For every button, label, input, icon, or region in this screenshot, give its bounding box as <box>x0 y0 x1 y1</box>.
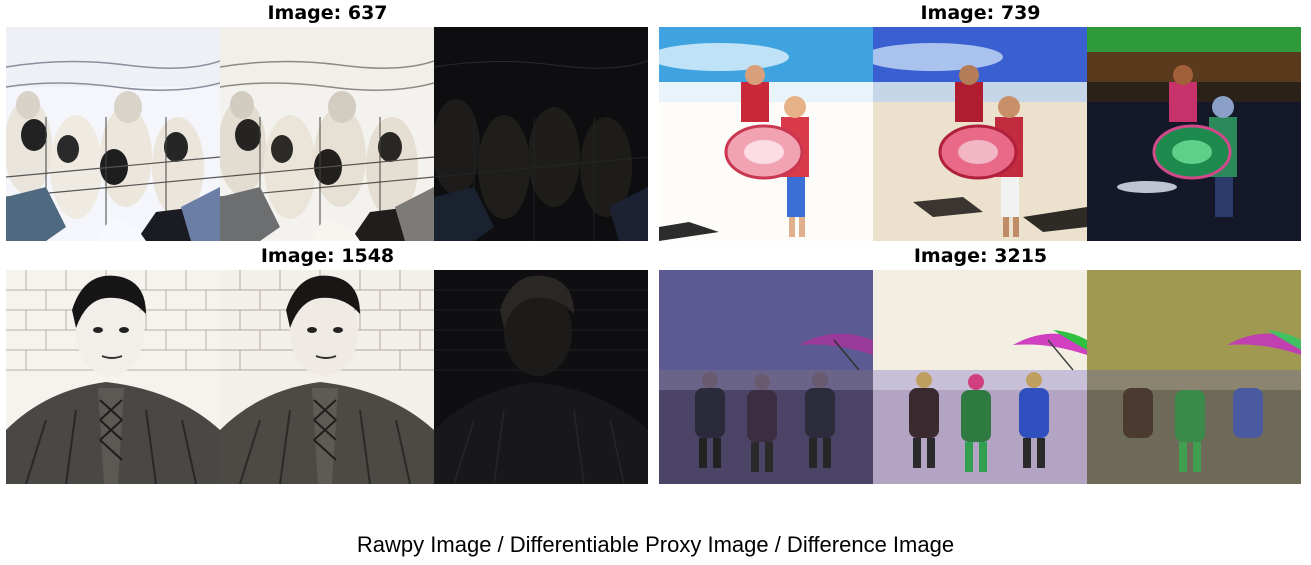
sheep-difference-picture <box>434 27 648 241</box>
crowd-rawpy-picture <box>659 270 873 484</box>
rawpy-image <box>659 270 873 484</box>
beach-difference-picture <box>1087 27 1301 241</box>
rawpy-image <box>6 27 220 241</box>
difference-image <box>434 27 648 241</box>
crowd-proxy-picture <box>873 270 1087 484</box>
crowd-difference-picture <box>1087 270 1301 484</box>
image-group-1548: Image: 1548 <box>6 243 649 485</box>
differentiable-proxy-image <box>873 270 1087 484</box>
rawpy-image <box>659 27 873 241</box>
differentiable-proxy-image <box>220 270 434 484</box>
portrait-proxy-picture <box>220 270 434 484</box>
image-group-3215: Image: 3215 <box>659 243 1302 485</box>
portrait-difference-picture <box>434 270 648 484</box>
difference-image <box>1087 270 1301 484</box>
differentiable-proxy-image <box>220 27 434 241</box>
difference-image <box>434 270 648 484</box>
image-title: Image: 739 <box>920 2 1041 24</box>
sheep-rawpy-picture <box>6 27 220 241</box>
image-title: Image: 1548 <box>260 245 395 267</box>
image-title: Image: 637 <box>267 2 388 24</box>
differentiable-proxy-image <box>873 27 1087 241</box>
sheep-proxy-picture <box>220 27 434 241</box>
portrait-rawpy-picture <box>6 270 220 484</box>
figure-caption: Rawpy Image / Differentiable Proxy Image… <box>356 532 955 557</box>
difference-image <box>1087 27 1301 241</box>
beach-rawpy-picture <box>659 27 873 241</box>
beach-proxy-picture <box>873 27 1087 241</box>
image-title: Image: 3215 <box>913 245 1048 267</box>
image-group-739: Image: 739 <box>659 0 1302 242</box>
image-group-637: Image: 637 <box>6 0 649 242</box>
rawpy-image <box>6 270 220 484</box>
